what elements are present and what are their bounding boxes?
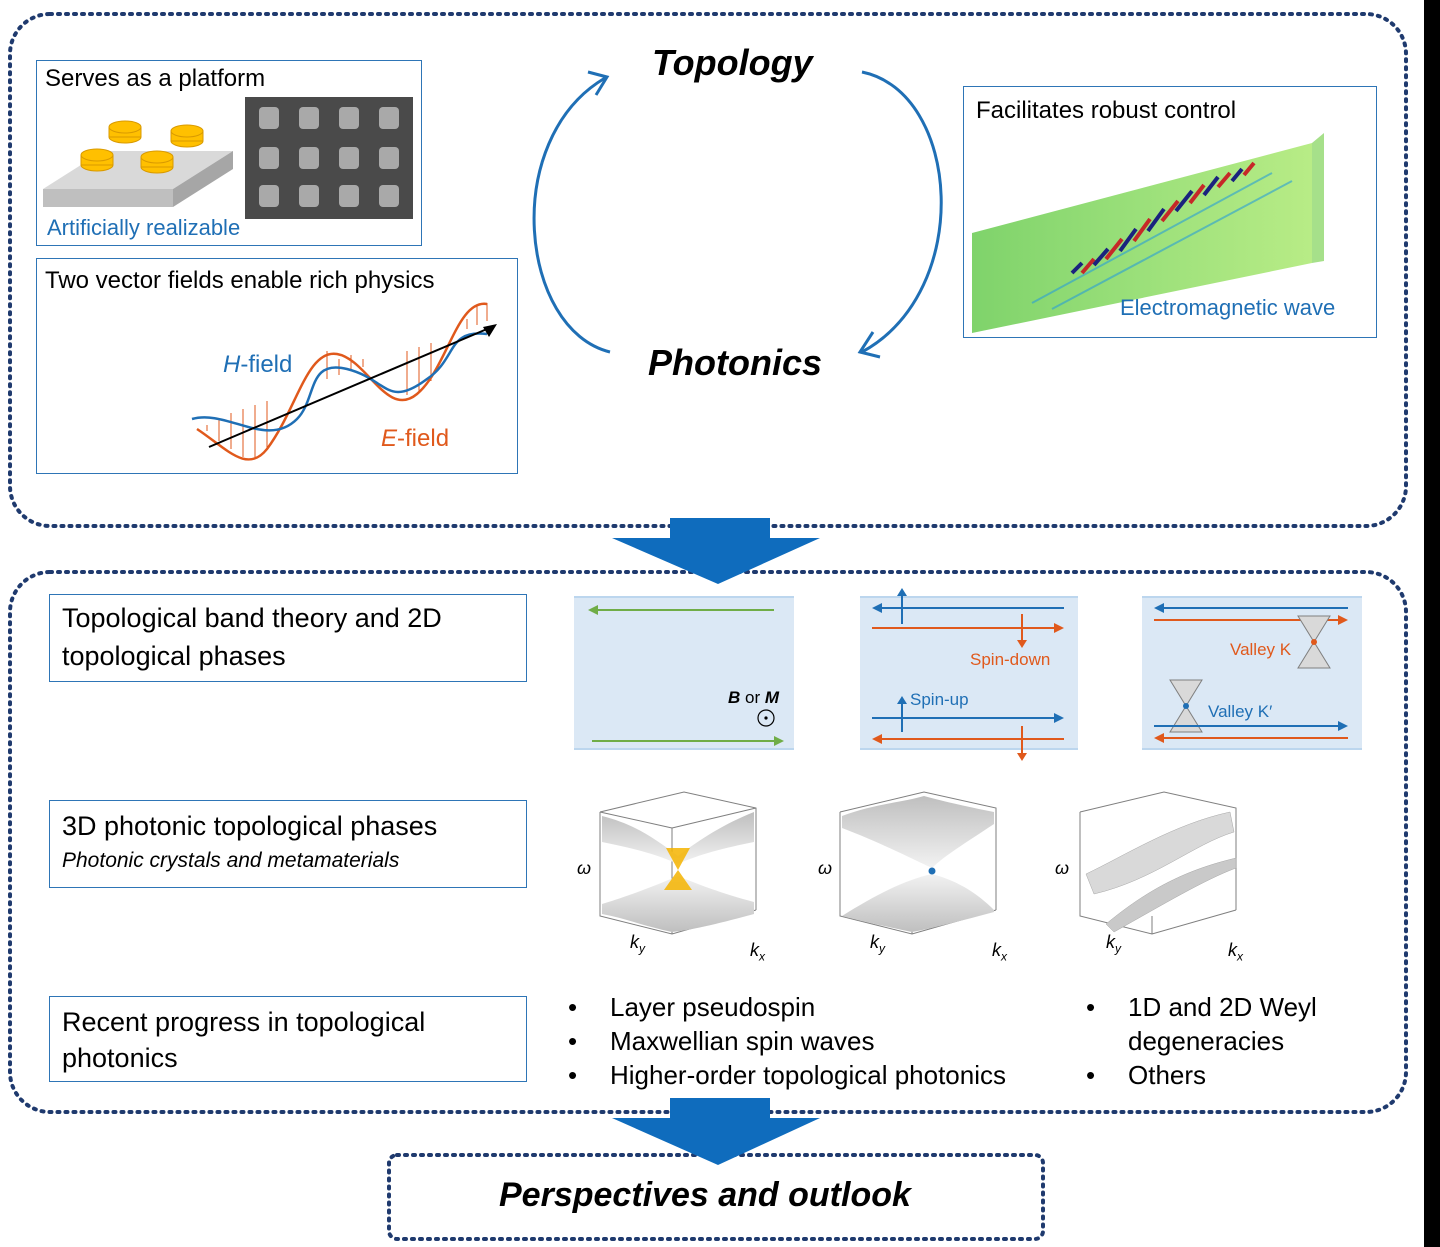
em-wave-illustration — [191, 302, 497, 461]
valley-k-label: Valley K — [1230, 640, 1292, 659]
waveguide-field-illustration — [972, 133, 1324, 333]
spin-up-label: Spin-up — [910, 690, 969, 709]
row3-line2: photonics — [62, 1043, 178, 1073]
row1-line1: Topological band theory and 2D — [62, 603, 442, 633]
b-or-m-label: B or M — [728, 688, 780, 707]
list-item: •Others — [1086, 1060, 1207, 1090]
row1-line2: topological phases — [62, 641, 286, 671]
quantum-hall-panel — [574, 596, 794, 750]
row2-title: 3D photonic topological phases — [62, 811, 438, 841]
down-arrow-1 — [612, 518, 820, 584]
kx-label-2: kx — [992, 940, 1007, 964]
omega-label-1: ω — [577, 858, 592, 878]
pillar-array-illustration — [43, 120, 233, 207]
list-item-continuation: degeneracies — [1128, 1026, 1285, 1056]
ky-label-1: ky — [630, 932, 645, 956]
fields-title: Two vector fields enable rich physics — [45, 267, 435, 294]
perspectives-title: Perspectives and outlook — [499, 1176, 911, 1214]
fields-box: Two vector fields enable rich physics H-… — [36, 258, 518, 474]
valley-hall-panel — [1142, 596, 1362, 750]
control-box: Facilitates robust control Electromagnet… — [963, 86, 1377, 338]
cycle-arrow-right — [861, 70, 943, 354]
h-field-label: H-field — [223, 351, 293, 378]
progress-list-right: •1D and 2D Weyl degeneracies •Others — [1086, 990, 1317, 1092]
kx-label-3: kx — [1228, 940, 1243, 964]
right-black-bar — [1424, 0, 1440, 1247]
sem-image — [245, 97, 413, 219]
list-item: Higher-order topological photonics — [566, 1058, 1006, 1092]
progress-list-left: Layer pseudospin Maxwellian spin waves H… — [566, 990, 1006, 1092]
platform-caption: Artificially realizable — [47, 215, 241, 240]
list-item: Maxwellian spin waves — [566, 1024, 1006, 1058]
topology-label: Topology — [652, 42, 813, 83]
e-field-label: E-field — [381, 425, 450, 452]
row1-label-box: Topological band theory and 2D topologic… — [49, 594, 527, 682]
row3-label-box: Recent progress in topological photonics — [49, 996, 527, 1082]
dirac-point-plot — [839, 791, 997, 935]
row2-subtitle: Photonic crystals and metamaterials — [62, 849, 400, 872]
spin-down-label: Spin-down — [970, 650, 1051, 669]
photonics-label: Photonics — [648, 342, 823, 383]
cycle-arrow-left — [532, 76, 611, 354]
down-arrow-2 — [612, 1098, 820, 1165]
kx-label-1: kx — [750, 940, 765, 964]
list-item: Layer pseudospin — [566, 990, 1006, 1024]
control-caption: Electromagnetic wave — [1120, 295, 1336, 320]
platform-title: Serves as a platform — [45, 65, 266, 92]
row3-line1: Recent progress in topological — [62, 1007, 426, 1037]
ky-label-3: ky — [1106, 932, 1121, 956]
control-title: Facilitates robust control — [976, 97, 1237, 124]
platform-box: Serves as a platform Artificially realiz… — [36, 60, 422, 246]
weyl-line-plot — [1079, 791, 1237, 935]
spin-hall-panel — [860, 588, 1078, 761]
omega-label-3: ω — [1055, 858, 1070, 878]
omega-label-2: ω — [818, 858, 833, 878]
list-item: •1D and 2D Weyl — [1086, 992, 1317, 1022]
row2-label-box: 3D photonic topological phases Photonic … — [49, 800, 527, 888]
valley-kprime-label: Valley K′ — [1208, 702, 1273, 721]
ky-label-2: ky — [870, 932, 885, 956]
weyl-cone-plot — [599, 791, 757, 935]
